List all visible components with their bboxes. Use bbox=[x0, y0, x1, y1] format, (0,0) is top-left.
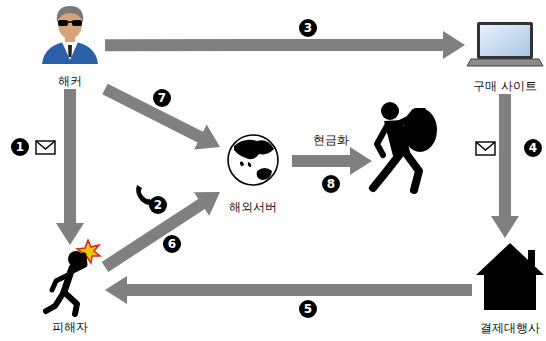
victim-leg bbox=[46, 292, 64, 311]
house-wall bbox=[484, 272, 536, 310]
hacker-shirt bbox=[62, 42, 78, 60]
victim-icon bbox=[46, 240, 100, 314]
step-label: 현금화 bbox=[313, 132, 349, 149]
laptop-base bbox=[467, 59, 543, 66]
hacker-icon bbox=[42, 6, 98, 64]
envelope-body bbox=[36, 141, 55, 154]
globe-outline bbox=[228, 135, 278, 185]
thief-icon bbox=[373, 102, 437, 190]
node-label: 해커 bbox=[58, 74, 82, 89]
flow-arrow bbox=[491, 94, 519, 238]
thief-arm bbox=[377, 126, 387, 155]
envelope-icon bbox=[476, 142, 495, 155]
payment-node: 결제대행사 bbox=[472, 238, 546, 336]
hacker-sunglasses bbox=[72, 20, 82, 26]
flow-arrow bbox=[102, 192, 220, 272]
hacker-body bbox=[42, 41, 98, 64]
callout-number: 8 bbox=[322, 175, 340, 193]
envelope-icon bbox=[36, 141, 55, 154]
flow-arrow bbox=[56, 89, 84, 245]
callout-number: 7 bbox=[153, 89, 171, 107]
cash-out-arrow bbox=[292, 147, 372, 175]
globe-land bbox=[234, 140, 274, 160]
callout-number: 5 bbox=[299, 300, 317, 318]
flow-arrow bbox=[102, 84, 220, 150]
envelope-flap bbox=[36, 141, 55, 149]
victim-leg bbox=[64, 292, 77, 314]
site-node: 구매 사이트 bbox=[465, 18, 545, 94]
flow-arrow bbox=[105, 31, 465, 59]
node-label: 결제대행사 bbox=[480, 321, 540, 336]
thief-leg bbox=[405, 152, 419, 190]
node-label: 구매 사이트 bbox=[473, 79, 537, 94]
callout-number: 1 bbox=[11, 138, 29, 156]
callout-number: 6 bbox=[163, 235, 181, 253]
hacker-node: 해커 bbox=[35, 3, 105, 89]
laptop-screen bbox=[480, 25, 530, 56]
thief-arm bbox=[398, 112, 414, 124]
victim-node: 피해자 bbox=[35, 245, 105, 335]
victim-arm bbox=[52, 274, 70, 290]
house-icon bbox=[476, 243, 544, 310]
flow-arrow bbox=[105, 276, 472, 304]
hacker-sunglasses bbox=[67, 21, 73, 23]
victim-arm bbox=[71, 255, 85, 272]
laptop-screen-frame bbox=[477, 22, 533, 59]
hacker-tie bbox=[68, 45, 72, 57]
node-label: 해외서버 bbox=[229, 200, 277, 215]
laptop-icon bbox=[467, 22, 543, 66]
globe-land bbox=[257, 168, 272, 180]
node-label: 피해자 bbox=[52, 320, 88, 335]
callout-number: 4 bbox=[524, 139, 542, 157]
globe-land bbox=[248, 162, 251, 167]
hacker-sunglasses bbox=[58, 20, 68, 26]
house-roof bbox=[476, 243, 544, 275]
globe-land bbox=[240, 161, 244, 166]
server-node: 해외서버 bbox=[220, 133, 286, 215]
globe-icon bbox=[228, 135, 278, 185]
envelope-body bbox=[476, 142, 495, 155]
callout-number: 2 bbox=[149, 196, 167, 214]
thief-leg bbox=[373, 154, 400, 188]
envelope-flap bbox=[476, 142, 495, 150]
thief-head bbox=[381, 102, 399, 120]
callout-number: 3 bbox=[299, 19, 317, 37]
